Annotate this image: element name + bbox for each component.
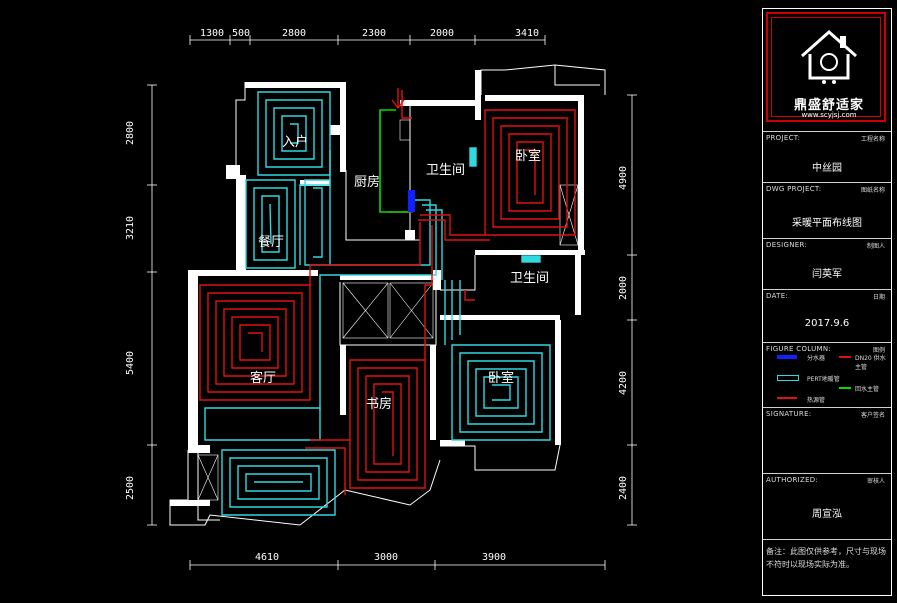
dim-top-4: 2000 [430,28,454,39]
legend-heat-source: 热源管 [807,397,826,404]
coil-living [199,222,421,401]
dim-right-0: 4900 [618,166,629,190]
dwg-label: DWG PROJECT: [766,185,822,193]
dim-left-3: 2500 [125,476,136,500]
signature-small: 客户签名 [860,412,885,419]
note-text: 备注：此图仅供参考，尺寸与现场不符时以现场实际为准。 [766,547,886,569]
house-logo-icon [801,29,857,84]
date-value: 2017.9.6 [804,318,850,329]
return-line-icon [839,387,851,389]
manifold-legend-icon [777,355,797,359]
dim-left-1: 3210 [125,216,136,240]
legend-manifold: 分水器 [807,355,826,362]
dim-top-0: 1300 [200,28,224,39]
closets [197,119,579,501]
coil-bedroom2 [444,280,551,441]
dim-right-2: 4200 [618,371,629,395]
project-label: PROJECT: [766,134,801,142]
room-label-bedroom2: 卧室 [488,370,514,386]
designer-small: 制图人 [866,243,885,250]
room-label-living: 客厅 [250,370,276,386]
date-label: DATE: [766,292,789,300]
dwg-small: 图纸名称 [860,187,885,194]
room-label-entry: 入户 [282,134,308,150]
date-small: 日期 [872,294,885,301]
manifold-icon [408,190,415,212]
figure-label: FIGURE COLUMN: [766,345,832,353]
dim-bottom-1: 3000 [374,552,398,563]
dim-top-2: 2800 [282,28,306,39]
room-label-bath2: 卫生间 [510,271,549,286]
dims-bottom-labels: 4610 3000 3900 [255,552,506,563]
dim-left-2: 5400 [125,351,136,375]
project-small: 工程名称 [860,136,885,143]
dims-left-labels: 2800 3210 5400 2500 [125,121,136,500]
room-labels: 入户 厨房 卫生间 卧室 餐厅 卫生间 客厅 书房 卧室 [250,134,549,412]
dims-right-labels: 4900 2000 4200 2400 [618,166,629,500]
designer-value: 闫英军 [812,269,842,280]
room-label-study: 书房 [366,396,392,412]
heat-source-legend-icon [777,397,797,399]
pipe-icon [777,375,799,381]
supply-line-icon [839,356,851,358]
heat-source-icon [391,88,405,110]
supply-main [379,109,410,213]
dim-right-1: 2000 [618,276,629,300]
title-block: 鼎盛舒适家 www.scyjsj.com PROJECT: 工程名称 中丝园 D… [762,8,892,596]
room-label-dining: 餐厅 [258,234,284,250]
room-label-bath1: 卫生间 [426,163,465,178]
coil-bedroom1 [418,109,576,241]
coil-study [305,225,433,495]
legend-pipe: PERT地暖管 [807,376,840,383]
dwg-value: 采暖平面布线图 [792,218,862,229]
logo-url: www.scyjsj.com [801,111,857,119]
designer-label: DESIGNER: [766,241,808,249]
figure-small: 图例 [872,347,885,354]
dim-left-0: 2800 [125,121,136,145]
company-logo: 鼎盛舒适家 www.scyjsj.com [766,12,886,122]
authorized-small: 审核人 [866,478,885,485]
project-value: 中丝园 [812,163,842,174]
dim-right-3: 2400 [618,476,629,500]
authorized-value: 周宣泓 [812,509,842,520]
coil-entry [257,91,331,265]
dim-top-5: 3410 [515,28,539,39]
dim-top-1: 500 [232,28,250,39]
signature-label: SIGNATURE: [766,410,812,418]
logo-text: 鼎盛舒适家 [793,98,864,113]
authorized-label: AUTHORIZED: [766,476,819,484]
coil-dining [245,179,331,269]
dims-top-labels: 1300 500 2800 2300 2000 3410 [200,28,539,39]
coil-lower-left [204,407,336,516]
dim-top-3: 2300 [362,28,386,39]
walls [170,70,585,506]
room-label-kitchen: 厨房 [354,174,380,190]
floor-plan-drawing: 1300 500 2800 2300 2000 3410 4610 3000 3… [125,28,637,570]
dimension-lines [147,35,637,570]
legend-return: 回水主管 [855,386,880,393]
dim-bottom-0: 4610 [255,552,279,563]
legend-supply: DN20 供水主管 [855,355,886,371]
dim-bottom-2: 3900 [482,552,506,563]
room-label-bedroom1: 卧室 [515,148,541,164]
